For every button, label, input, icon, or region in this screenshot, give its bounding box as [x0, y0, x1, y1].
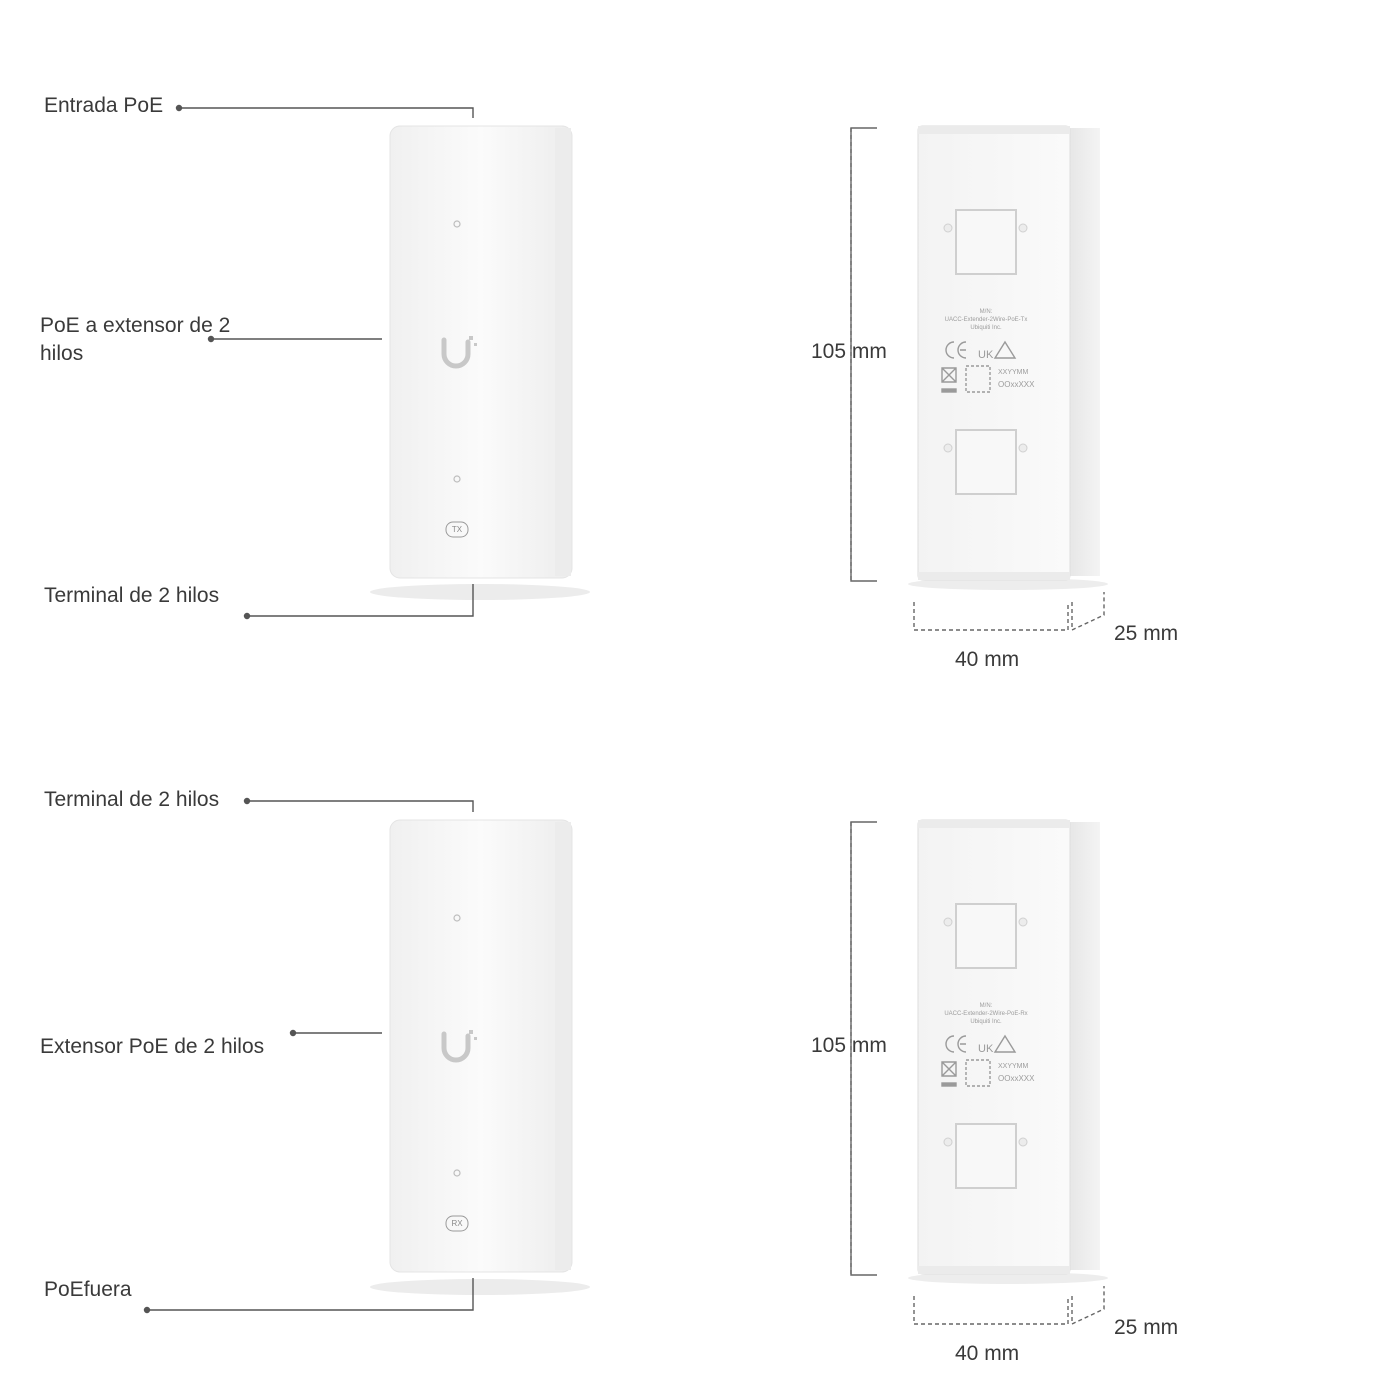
- dim-height-bottom: 105 mm: [811, 1034, 887, 1057]
- dim-depth-top: 25 mm: [1114, 622, 1179, 645]
- back-label-model: UACC-Extender-2Wire-PoE-Rx: [944, 1011, 1028, 1017]
- led-dot: [453, 220, 461, 228]
- led-dot: [453, 1169, 461, 1177]
- callout-device-top: PoE a extensor de 2 hilos: [40, 314, 231, 365]
- badge-outline: [445, 1215, 469, 1232]
- back-label-maker: Ubiquiti Inc.: [970, 325, 1002, 331]
- ukca-mark: UK: [978, 349, 994, 361]
- callout-output-top: Terminal de 2 hilos: [44, 584, 220, 607]
- led-dot: [453, 914, 461, 922]
- back-label-mn: M/N:: [979, 1003, 993, 1009]
- back-label-serial: OOxxXXX: [998, 380, 1035, 389]
- ubiquiti-logo-icon: [441, 1030, 477, 1063]
- keyhole-slot: [955, 1123, 1017, 1189]
- callout-device-bottom: Extensor PoE de 2 hilos: [40, 1035, 265, 1058]
- badge-outline: [445, 521, 469, 538]
- back-device-rx: UK: [908, 819, 1108, 1284]
- ubiquiti-logo-icon: [441, 336, 477, 369]
- dim-height-top: 105 mm: [811, 340, 887, 363]
- dim-depth-bottom: 25 mm: [1114, 1316, 1179, 1339]
- back-device-tx: UK: [908, 125, 1108, 590]
- leader-lines-bottom: [143, 797, 474, 1314]
- back-label-maker: Ubiquiti Inc.: [970, 1019, 1002, 1025]
- dimension-lines-top: [850, 127, 1105, 632]
- back-label-date: XXYYMM: [998, 1063, 1029, 1070]
- keyhole-slot: [955, 429, 1017, 495]
- callout-input-bottom: Terminal de 2 hilos: [44, 788, 220, 811]
- led-dot: [453, 475, 461, 483]
- callout-input-top: Entrada PoE: [44, 94, 164, 117]
- front-device-rx: [370, 819, 590, 1295]
- callout-output-bottom: PoEfuera: [44, 1278, 132, 1301]
- back-label-mn: M/N:: [979, 309, 993, 315]
- dim-width-bottom: 40 mm: [955, 1342, 1020, 1365]
- cert-icons: [941, 1034, 1017, 1087]
- keyhole-slot: [955, 209, 1017, 275]
- keyhole-slot: [955, 903, 1017, 969]
- back-label-bottom: M/N: UACC-Extender-2Wire-PoE-Rx Ubiquiti…: [920, 1002, 1052, 1026]
- badge-rx: RX: [451, 1219, 463, 1228]
- cert-icons: [941, 340, 1017, 393]
- back-label-top: M/N: UACC-Extender-2Wire-PoE-Tx Ubiquiti…: [920, 308, 1052, 332]
- dimension-lines-bottom: [850, 821, 1105, 1326]
- leader-lines-top: [175, 104, 474, 620]
- front-device-tx: [370, 125, 590, 600]
- ukca-mark: UK: [978, 1043, 994, 1055]
- badge-tx: TX: [451, 525, 463, 534]
- back-label-model: UACC-Extender-2Wire-PoE-Tx: [944, 317, 1028, 323]
- dim-width-top: 40 mm: [955, 648, 1020, 671]
- back-label-date: XXYYMM: [998, 369, 1029, 376]
- back-label-serial: OOxxXXX: [998, 1074, 1035, 1083]
